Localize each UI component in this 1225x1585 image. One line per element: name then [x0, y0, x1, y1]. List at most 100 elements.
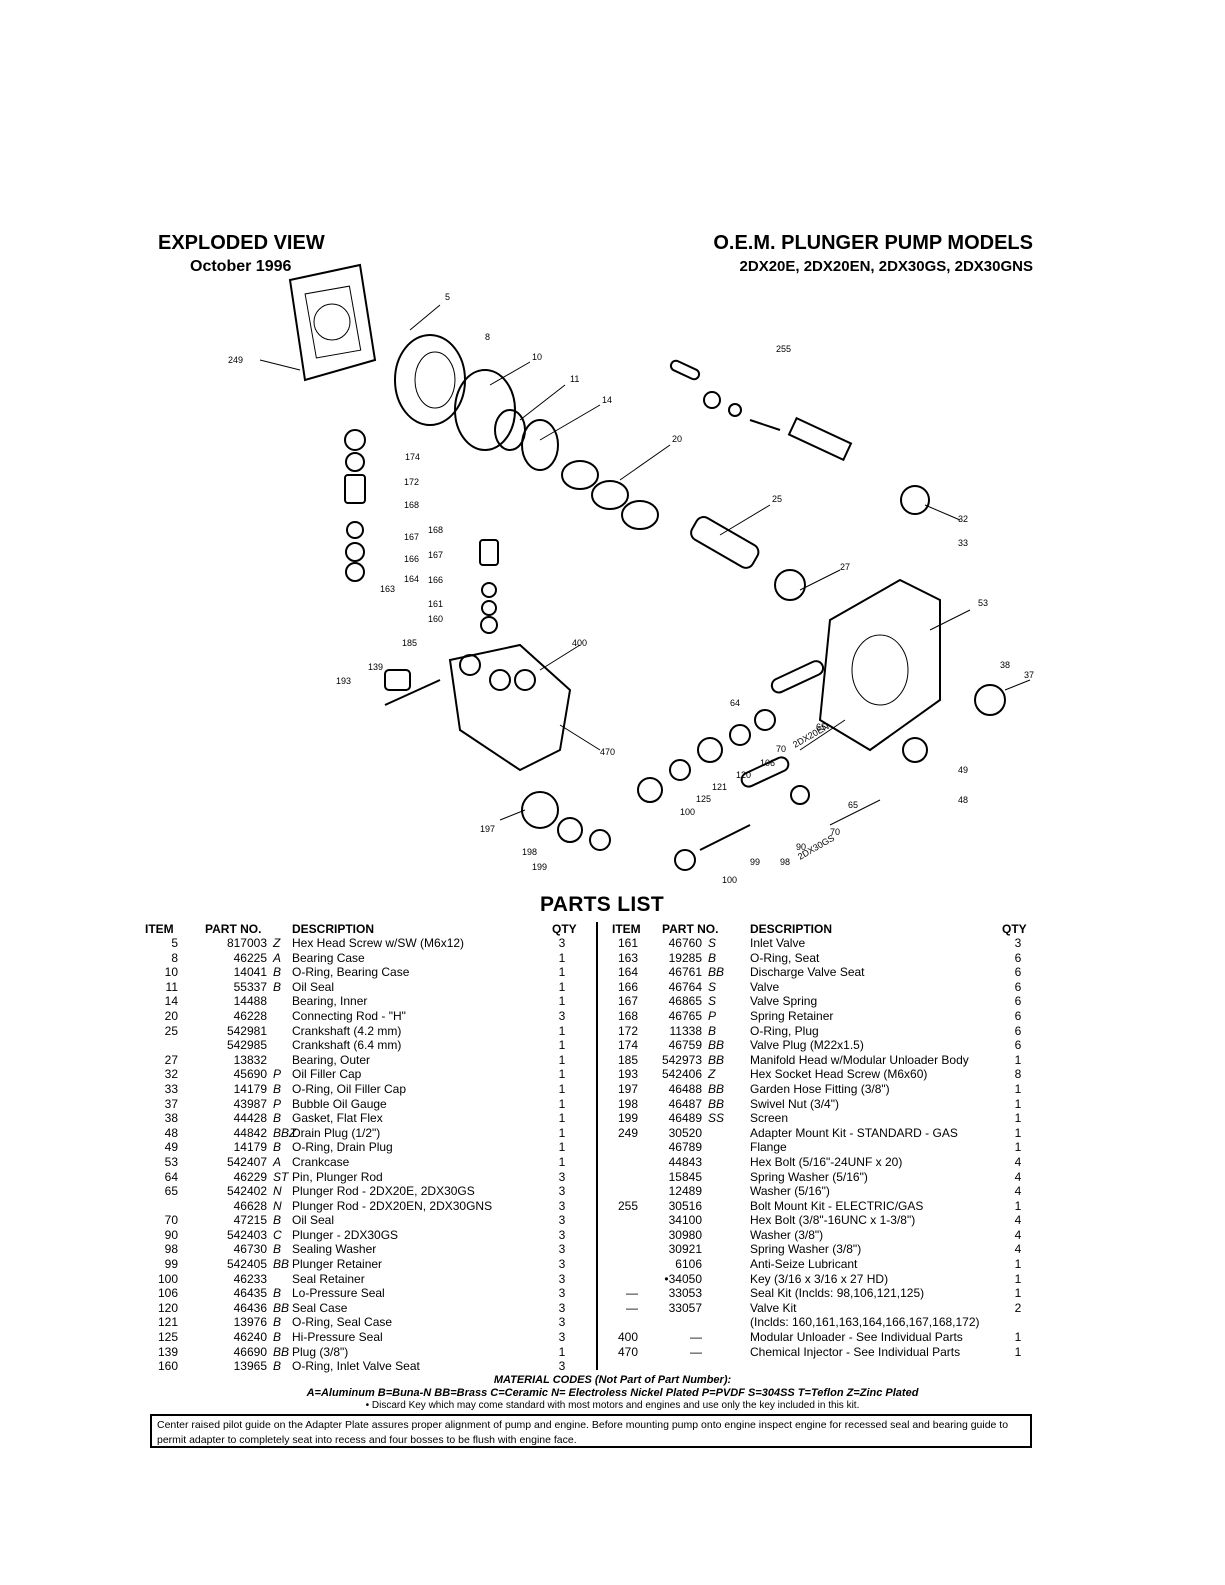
quantity: 1 — [1014, 1111, 1022, 1126]
part-number: 542406 — [661, 1067, 702, 1082]
part-description: Hex Bolt (3/8"-16UNC x 1-3/8") — [750, 1213, 916, 1228]
callout-label: 64 — [730, 698, 740, 708]
bearing-case-illustration — [394, 334, 559, 471]
header-desc-left: DESCRIPTION — [292, 922, 375, 936]
quantity: 3 — [558, 1315, 566, 1330]
quantity: 1 — [1014, 1081, 1022, 1096]
adapter-plate-illustration — [288, 263, 377, 382]
quantity: 1 — [558, 1096, 566, 1111]
part-description: O-Ring, Drain Plug — [292, 1140, 393, 1155]
part-number: 542981 — [226, 1023, 267, 1038]
part-description: Adapter Mount Kit - STANDARD - GAS — [750, 1125, 958, 1140]
material-code: P — [273, 1096, 282, 1111]
item-number: 70 — [164, 1213, 178, 1228]
part-number: 30921 — [668, 1242, 702, 1257]
item-number: 11 — [165, 979, 178, 994]
item-number: 193 — [617, 1067, 638, 1082]
part-description: Bubble Oil Gauge — [292, 1096, 387, 1111]
part-number: 46225 — [233, 950, 267, 965]
header-qty-left: QTY — [552, 922, 577, 936]
callout-label: 90 — [796, 842, 806, 852]
item-number: 64 — [164, 1169, 178, 1184]
part-description: Swivel Nut (3/4") — [750, 1096, 839, 1111]
callout-label: 65 — [816, 722, 826, 732]
quantity: 3 — [558, 1198, 566, 1213]
item-number: 174 — [617, 1038, 638, 1053]
item-number: 38 — [164, 1111, 178, 1126]
callout-label: 14 — [602, 395, 612, 405]
part-description: Valve Kit — [750, 1300, 797, 1315]
crankshaft-illustration — [690, 516, 806, 601]
material-code: B — [273, 965, 282, 980]
callout-label: 400 — [572, 638, 587, 648]
callout-label: 160 — [428, 614, 443, 624]
models-title: O.E.M. PLUNGER PUMP MODELS — [713, 232, 1033, 254]
callout-label: 70 — [776, 744, 786, 754]
material-code: B — [273, 1359, 282, 1374]
part-description: Connecting Rod - "H" — [292, 1008, 406, 1023]
part-description: Oil Seal — [292, 979, 335, 994]
part-number: •34050 — [664, 1271, 702, 1286]
quantity: 1 — [1014, 1344, 1022, 1359]
item-number: 20 — [164, 1008, 178, 1023]
quantity: 4 — [1014, 1169, 1022, 1184]
material-code: A — [273, 1154, 282, 1169]
material-codes: A=Aluminum B=Buna-N BB=Brass C=Ceramic N… — [306, 1387, 919, 1399]
item-number: 199 — [617, 1111, 638, 1126]
part-description: Seal Case — [292, 1300, 348, 1315]
item-number: 48 — [164, 1125, 178, 1140]
item-number: 32 — [164, 1067, 178, 1082]
callout-label: 20 — [672, 434, 682, 444]
item-number: 65 — [164, 1184, 178, 1199]
part-description: Hi-Pressure Seal — [292, 1330, 383, 1345]
part-description: Key (3/16 x 3/16 x 27 HD) — [750, 1271, 889, 1286]
item-number: 249 — [617, 1125, 638, 1140]
part-number: 13976 — [233, 1315, 267, 1330]
diagram-callouts: 2495810111417417216816716616416316816716… — [228, 292, 1034, 885]
part-number: 46240 — [233, 1330, 267, 1345]
quantity: 6 — [1014, 994, 1022, 1009]
item-number: 161 — [617, 936, 638, 950]
connecting-rods-illustration — [561, 460, 659, 530]
part-number: 33053 — [668, 1286, 702, 1301]
part-description: Plunger Rod - 2DX20E, 2DX30GS — [292, 1184, 475, 1199]
quantity: 3 — [558, 1300, 566, 1315]
material-code: P — [708, 1008, 717, 1023]
part-description: Hex Head Screw w/SW (M6x12) — [292, 936, 465, 950]
part-number: 46229 — [233, 1169, 267, 1184]
material-code: B — [273, 1330, 282, 1345]
part-description: Hex Bolt (5/16"-24UNF x 20) — [750, 1154, 903, 1169]
document-date: October 1996 — [190, 258, 292, 275]
part-number: 13832 — [233, 1052, 267, 1067]
callout-label: 172 — [404, 477, 419, 487]
callout-label: 185 — [402, 638, 417, 648]
header-item-right: ITEM — [612, 922, 641, 936]
material-code: B — [708, 1023, 717, 1038]
item-number: 167 — [617, 994, 638, 1009]
callout-label: 100 — [722, 875, 737, 885]
material-code: A — [273, 950, 282, 965]
item-number: 139 — [157, 1344, 178, 1359]
parts-row-right: 400—Modular Unloader - See Individual Pa… — [600, 1330, 1030, 1345]
material-code: B — [273, 1213, 282, 1228]
quantity: 3 — [558, 1169, 566, 1184]
item-number: 125 — [157, 1330, 178, 1345]
quantity: 1 — [558, 1140, 566, 1155]
material-code: BB — [273, 1257, 290, 1272]
